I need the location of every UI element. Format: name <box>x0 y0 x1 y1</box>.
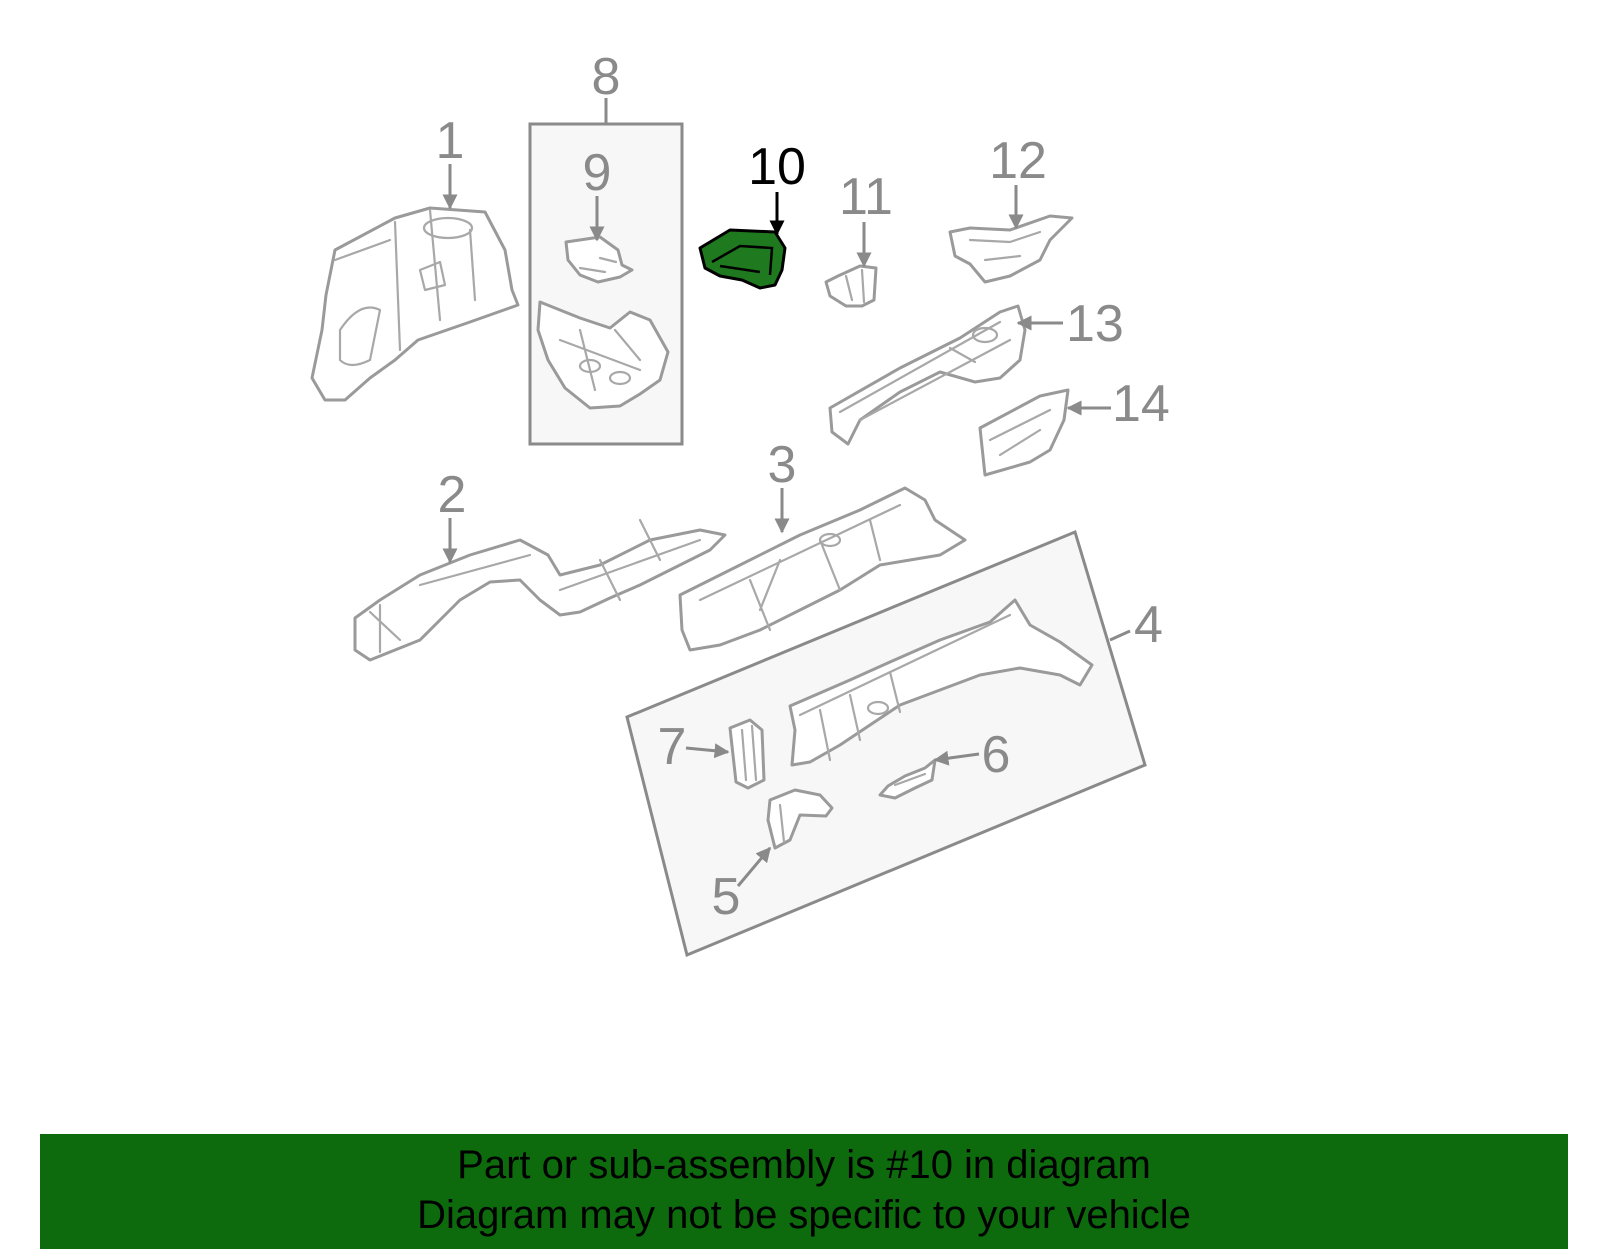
leader-7 <box>685 743 730 759</box>
leader-4 <box>1109 629 1131 642</box>
part-4-rail <box>788 598 1094 767</box>
part-11-clip <box>824 264 878 308</box>
label-7: 7 <box>658 718 687 776</box>
part-2-rail <box>353 518 727 662</box>
part-13-rail <box>828 304 1027 446</box>
part-12-reinforcement <box>948 214 1074 284</box>
label-9: 9 <box>583 144 612 202</box>
part-14-bracket <box>978 388 1070 477</box>
part-8-panel <box>536 300 670 410</box>
part-7-bracket <box>728 718 766 790</box>
label-10: 10 <box>748 138 806 196</box>
part-5-bracket <box>766 788 834 850</box>
label-5: 5 <box>712 868 741 926</box>
label-3: 3 <box>768 436 797 494</box>
label-4: 4 <box>1134 596 1163 654</box>
label-11: 11 <box>839 168 893 226</box>
leader-5 <box>736 846 772 887</box>
banner-line-1: Part or sub-assembly is #10 in diagram <box>457 1143 1151 1187</box>
label-12: 12 <box>989 132 1047 190</box>
part-1-wheelhouse <box>310 206 520 402</box>
label-8: 8 <box>592 48 621 106</box>
label-14: 14 <box>1112 375 1170 433</box>
part-3-panel <box>678 486 967 652</box>
part-10-highlighted <box>698 228 787 290</box>
banner-line-2: Diagram may not be specific to your vehi… <box>417 1193 1191 1237</box>
label-13: 13 <box>1066 295 1124 353</box>
label-1: 1 <box>436 112 465 170</box>
part-6-bracket <box>878 758 937 800</box>
part-9-bracket <box>564 235 634 284</box>
info-banner: Part or sub-assembly is #10 in diagram D… <box>40 1134 1568 1249</box>
label-6: 6 <box>982 726 1011 784</box>
label-2: 2 <box>438 466 467 524</box>
leader-6 <box>933 750 980 766</box>
